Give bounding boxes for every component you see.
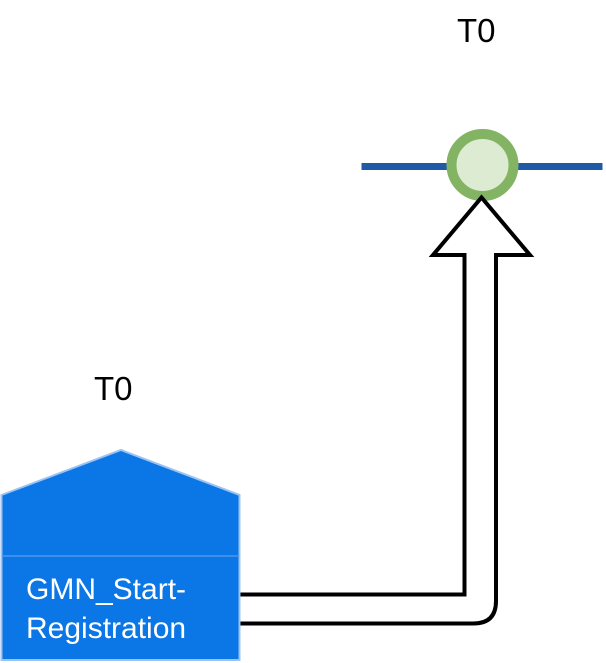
start-event-shape[interactable] (0, 448, 241, 661)
start-event-label[interactable]: GMN_Start-Registration (26, 573, 187, 645)
timeline-milestone-circle[interactable] (446, 129, 519, 201)
event-timer-label: T0 (94, 370, 133, 407)
flow-block-arrow[interactable] (235, 194, 535, 626)
timeline-timer-label: T0 (457, 12, 496, 49)
